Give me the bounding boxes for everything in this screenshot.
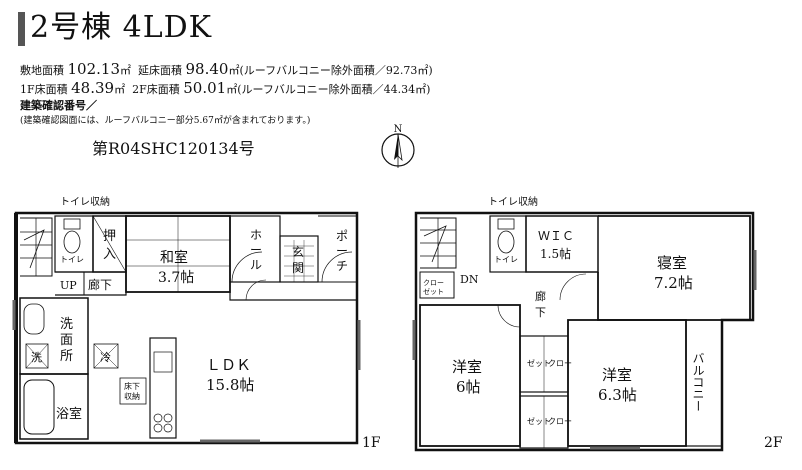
f2-dn: DN: [460, 273, 479, 286]
floor-1-labels: トイレ収納 押 入 トイレ UP 廊下 洗 面 所 洗 冷 浴室 和室 3.7帖…: [31, 195, 381, 451]
title-accent-bar: [18, 12, 25, 46]
f1-bath: 浴室: [56, 406, 82, 422]
plan-header: 2号棟 4LDK 敷地面積 102.13㎡ 延床面積 98.40㎡(ルーフバルコ…: [0, 0, 802, 180]
f1-closet-2: 入: [103, 247, 116, 262]
f1-floor-label: 1F: [362, 435, 381, 451]
f2-corridor-2: 下: [535, 306, 546, 319]
f1-washitsu-size: 3.7帖: [158, 270, 194, 286]
f1-entrance-1: 玄: [292, 244, 304, 259]
f2-wic-name: ＷＩＣ: [538, 229, 574, 243]
floor-total-label: 延床面積: [138, 64, 182, 77]
f1-ldk-name: ＬＤＫ: [206, 356, 251, 374]
f1-hall-1: ホ: [250, 228, 262, 242]
floor-2-plan: [412, 211, 757, 452]
f2-toilet-storage: トイレ収納: [488, 195, 538, 208]
f1-corridor: 廊下: [88, 277, 112, 292]
floor-total-value: 98.40: [185, 60, 229, 78]
f2-yoshitsu-1-size: 6帖: [456, 378, 481, 396]
floor-1-plan: [12, 211, 361, 445]
f2-toilet: トイレ: [494, 255, 518, 264]
f2-wic-size: 1.5帖: [540, 246, 571, 261]
f1-toilet: トイレ: [60, 255, 84, 264]
f2-yoshitsu-1-name: 洋室: [452, 358, 482, 376]
f1-entrance-2: 関: [292, 261, 304, 275]
f1-washroom-1: 洗: [60, 317, 73, 332]
second-floor-label: 2F床面積: [132, 83, 180, 96]
f2-closet-a-2: ゼット: [423, 287, 444, 296]
site-area-label: 敷地面積: [20, 64, 64, 77]
area-line-2: 1F床面積 48.39㎡ 2F床面積 50.01㎡(ルーフバルコニー除外面積／4…: [20, 79, 430, 97]
site-area-unit: ㎡: [120, 64, 131, 77]
f2-closet-c-2: クロー: [548, 417, 572, 426]
f2-yoshitsu-2-name: 洋室: [602, 366, 632, 384]
f2-balcony: バルコニー: [691, 352, 705, 412]
f2-closet-b-1: ゼット: [527, 358, 551, 368]
page-title: 2号棟 4LDK: [30, 10, 213, 45]
second-floor-note: (ルーフバルコニー除外面積／44.34㎡): [237, 83, 431, 96]
second-floor-value: 50.01: [183, 79, 227, 97]
f1-hall-3: ル: [250, 258, 262, 272]
f2-closet-c-1: ゼット: [527, 416, 551, 426]
f1-washer: 洗: [31, 351, 42, 364]
first-floor-value: 48.39: [71, 79, 115, 97]
f1-fridge: 冷: [100, 351, 111, 364]
permit-note: (建築確認図面には、ルーフバルコニー部分5.67㎡が含まれております。): [20, 116, 311, 126]
f1-up: UP: [60, 279, 77, 292]
floor-2-labels: トイレ収納 トイレ ＷＩＣ 1.5帖 クロー ゼット DN 廊 下 寝室 7.2…: [423, 195, 783, 451]
compass-north-label: N: [394, 124, 403, 135]
permit-label: 建築確認番号／: [20, 99, 97, 112]
f2-closet-b-2: クロー: [548, 359, 572, 368]
f2-yoshitsu-2-size: 6.3帖: [598, 386, 637, 404]
second-floor-unit: ㎡: [226, 83, 238, 96]
f1-porch-3: チ: [336, 259, 348, 273]
floor-total-unit: ㎡: [228, 64, 240, 77]
f1-underfloor-1: 床下: [124, 381, 140, 391]
first-floor-label: 1F床面積: [20, 83, 68, 96]
f1-toilet-storage: トイレ収納: [60, 195, 110, 208]
f1-underfloor-2: 収納: [124, 391, 140, 401]
f1-washroom-2: 面: [60, 333, 73, 348]
f2-closet-a-1: クロー: [423, 279, 444, 287]
first-floor-unit: ㎡: [114, 83, 126, 96]
permit-number: 第R04SHC120134号: [92, 139, 255, 158]
f2-bedroom-size: 7.2帖: [654, 274, 693, 292]
f1-closet-1: 押: [103, 229, 116, 244]
f1-hall-2: ー: [250, 243, 262, 257]
f1-ldk-size: 15.8帖: [206, 376, 254, 394]
compass: N: [381, 124, 415, 168]
f1-washroom-3: 所: [60, 349, 73, 364]
site-area-value: 102.13: [67, 60, 121, 78]
floor-total-note: (ルーフバルコニー除外面積／92.73㎡): [239, 64, 433, 77]
f1-porch-1: ポ: [336, 229, 348, 243]
area-line-1: 敷地面積 102.13㎡ 延床面積 98.40㎡(ルーフバルコニー除外面積／92…: [20, 60, 433, 78]
f1-porch-2: ー: [336, 244, 348, 258]
f2-floor-label: 2F: [764, 435, 783, 451]
f2-corridor-1: 廊: [535, 289, 546, 303]
f1-washitsu-name: 和室: [160, 249, 188, 266]
f2-bedroom-name: 寝室: [657, 254, 687, 272]
